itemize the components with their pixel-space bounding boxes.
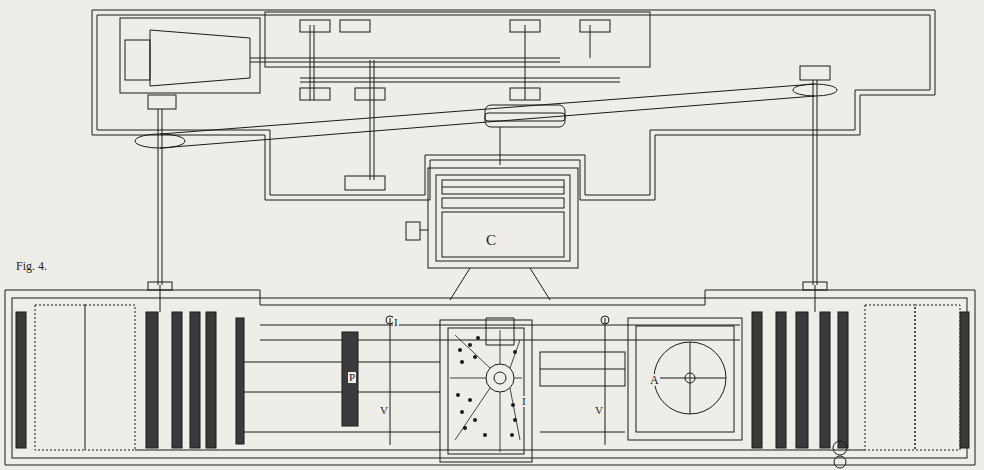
part-letter: C bbox=[485, 233, 497, 248]
drive-frame bbox=[92, 10, 935, 285]
part-letter: P bbox=[348, 372, 356, 383]
roller-shafts bbox=[148, 282, 847, 468]
part-letter: I bbox=[521, 396, 527, 407]
part-letter: V bbox=[594, 405, 604, 416]
rollers bbox=[16, 312, 969, 448]
roller-frame bbox=[406, 168, 578, 300]
wheel-box bbox=[540, 318, 742, 440]
dial-frame bbox=[440, 318, 532, 462]
machine-bed bbox=[5, 290, 975, 465]
part-letter: I bbox=[393, 317, 399, 328]
part-letter: V bbox=[379, 405, 389, 416]
figure-caption: Fig. 4. bbox=[15, 260, 48, 272]
part-letter: A bbox=[649, 374, 660, 386]
